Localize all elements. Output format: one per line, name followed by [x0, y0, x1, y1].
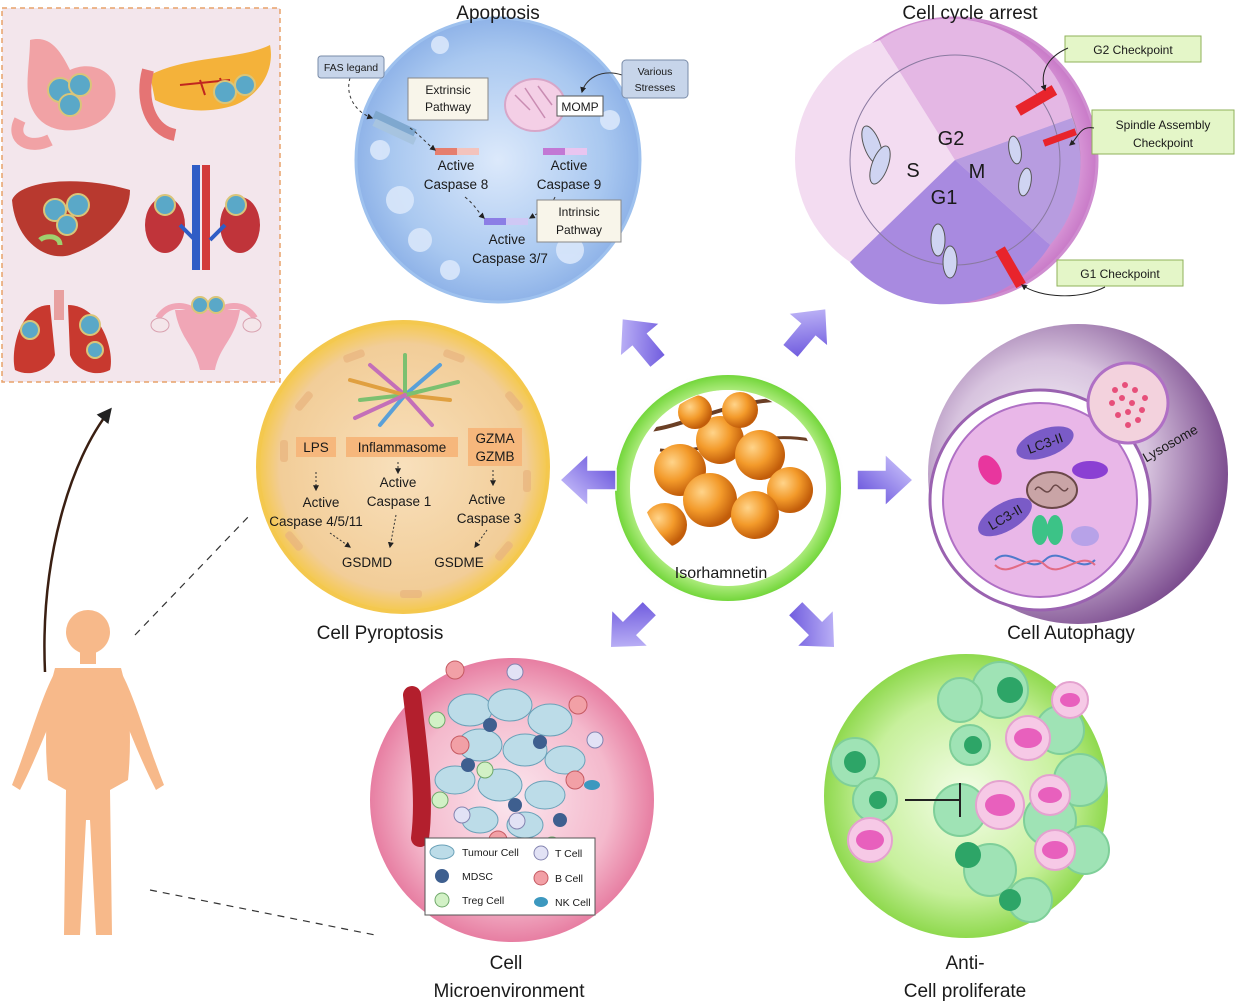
- arrow-to-pyroptosis: [558, 452, 617, 508]
- fas-receptor-icon: [372, 110, 417, 145]
- active-caspase37-1: Active: [489, 232, 526, 247]
- apoptosis-title: Apoptosis: [456, 3, 539, 24]
- extrinsic-label-2: Pathway: [425, 100, 471, 114]
- intrinsic-label-2: Pathway: [556, 223, 602, 237]
- gsdme-label: GSDME: [434, 555, 484, 570]
- phase-g1: G1: [931, 187, 958, 209]
- active-caspase8-2: Caspase 8: [424, 177, 489, 192]
- human-figure: [12, 610, 164, 935]
- momp-label: MOMP: [561, 100, 598, 114]
- isorhamnetin-label: Isorhamnetin: [675, 565, 768, 582]
- active-caspase9-1: Active: [551, 158, 588, 173]
- various-label-2: Stresses: [635, 82, 676, 94]
- prolif-title-1: Anti-: [945, 953, 984, 974]
- uterus-icon: [150, 296, 262, 370]
- legend-nkcell: NK Cell: [555, 897, 591, 909]
- lungs-icon: [13, 290, 111, 374]
- stomach-icon: [11, 39, 116, 150]
- blood-vessel-icon: [403, 686, 431, 847]
- cell-cycle-circle: [794, 16, 1235, 305]
- checkpoint-markers: [995, 85, 1078, 289]
- anti-proliferation-circle: [824, 654, 1110, 938]
- phase-m: M: [969, 161, 986, 183]
- dashed-connector-pyroptosis: [134, 514, 251, 636]
- pyroptosis-circle: [256, 320, 550, 614]
- g2-checkpoint-label: G2 Checkpoint: [1093, 43, 1173, 57]
- cell-cycle-title: Cell cycle arrest: [902, 3, 1038, 24]
- gzma-label: GZMA: [476, 431, 515, 446]
- spindle-label-2: Checkpoint: [1133, 136, 1194, 150]
- apoptosis-circle: [317, 16, 689, 304]
- fas-legand-label: FAS legand: [324, 62, 378, 74]
- active-caspase3-1: Active: [469, 492, 506, 507]
- legend-tumour: Tumour Cell: [462, 847, 519, 859]
- legend-treg: Treg Cell: [462, 895, 504, 907]
- liver-icon: [12, 181, 130, 257]
- micro-title-2: Microenvironment: [434, 981, 586, 1002]
- mitochondrion-icon: [504, 78, 566, 132]
- inflammasome-icon: [348, 353, 460, 427]
- gzmb-label: GZMB: [476, 449, 515, 464]
- autophagy-circle: [928, 324, 1228, 624]
- human-to-organs-arrow: [43, 407, 112, 673]
- organ-panel: [1, 7, 281, 383]
- g1-checkpoint-label: G1 Checkpoint: [1080, 267, 1160, 281]
- gsdmd-label: GSDMD: [342, 555, 393, 570]
- active-caspase1-1: Active: [380, 475, 417, 490]
- intrinsic-label-1: Intrinsic: [558, 205, 599, 219]
- various-label-1: Various: [638, 66, 673, 78]
- prolif-title-2: Cell proliferate: [904, 981, 1027, 1002]
- active-caspase4511-1: Active: [303, 495, 340, 510]
- legend-mdsc: MDSC: [462, 871, 493, 883]
- arrow-to-cycle: [781, 307, 829, 359]
- arrow-to-apoptosis: [619, 317, 667, 369]
- micro-title-1: Cell: [490, 953, 523, 974]
- legend-tcell: T Cell: [555, 848, 582, 860]
- isorhamnetin-center: [610, 370, 846, 606]
- microenvironment-circle: [370, 658, 654, 942]
- spindle-label-1: Spindle Assembly: [1116, 118, 1211, 132]
- arrow-to-prolif: [787, 600, 836, 649]
- phase-s: S: [906, 160, 919, 182]
- inflammasome-label: Inflammasome: [358, 440, 447, 455]
- arrow-to-autophagy: [856, 452, 915, 508]
- active-caspase37-2: Caspase 3/7: [472, 251, 548, 266]
- dashed-connector-micro: [149, 889, 376, 936]
- lps-label: LPS: [303, 440, 329, 455]
- phase-g2: G2: [938, 128, 965, 150]
- legend-bcell: B Cell: [555, 873, 583, 885]
- active-caspase3-2: Caspase 3: [457, 511, 522, 526]
- active-caspase8-1: Active: [438, 158, 475, 173]
- pancreas-icon: [139, 45, 271, 141]
- arrow-to-micro: [609, 600, 658, 649]
- active-caspase4511-2: Caspase 4/5/11: [269, 514, 363, 529]
- direction-arrows: [558, 307, 915, 649]
- kidney-icon: [145, 165, 260, 270]
- autophagy-title: Cell Autophagy: [1007, 623, 1135, 644]
- extrinsic-label-1: Extrinsic: [425, 83, 470, 97]
- active-caspase9-2: Caspase 9: [537, 177, 602, 192]
- pyroptosis-title: Cell Pyroptosis: [317, 623, 444, 644]
- lysosome-icon: [1086, 361, 1170, 445]
- active-caspase1-2: Caspase 1: [367, 494, 432, 509]
